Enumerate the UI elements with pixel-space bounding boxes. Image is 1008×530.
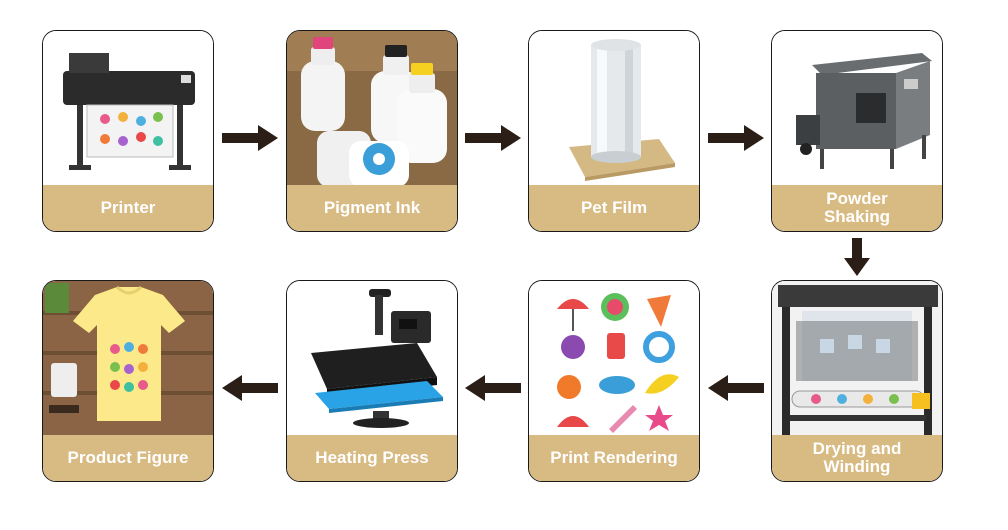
arrow-right-3	[708, 125, 764, 151]
step-label: Pet Film	[529, 185, 699, 231]
print-rendering-image	[529, 281, 699, 437]
step-print-rendering: Print Rendering	[528, 280, 700, 482]
arrow-left-1	[708, 375, 764, 401]
arrow-down	[844, 238, 870, 276]
arrow-right-1	[222, 125, 278, 151]
arrow-right-2	[465, 125, 521, 151]
printer-image	[43, 31, 213, 187]
step-label: Powder Shaking	[772, 185, 942, 231]
drying-winding-image	[772, 281, 942, 437]
step-label: Heating Press	[287, 435, 457, 481]
step-label: Drying and Winding	[772, 435, 942, 481]
step-label: Print Rendering	[529, 435, 699, 481]
pigment-ink-image	[287, 31, 457, 187]
powder-shaking-image	[772, 31, 942, 187]
step-label: Product Figure	[43, 435, 213, 481]
heating-press-image	[287, 281, 457, 437]
arrow-left-2	[465, 375, 521, 401]
step-pet-film: Pet Film	[528, 30, 700, 232]
sticker-prints-icon	[557, 293, 679, 433]
drying-machine-icon	[772, 281, 942, 437]
film-roll-icon	[569, 39, 675, 181]
step-label: Printer	[43, 185, 213, 231]
step-powder-shaking: Powder Shaking	[771, 30, 943, 232]
step-printer: Printer	[42, 30, 214, 232]
printer-icon	[63, 53, 195, 170]
step-product-figure: Product Figure	[42, 280, 214, 482]
arrow-left-3	[222, 375, 278, 401]
step-drying-winding: Drying and Winding	[771, 280, 943, 482]
product-figure-image	[43, 281, 213, 437]
step-heating-press: Heating Press	[286, 280, 458, 482]
powder-shaker-icon	[796, 53, 932, 169]
step-label: Pigment Ink	[287, 185, 457, 231]
ink-bottles-icon	[287, 31, 457, 187]
step-pigment-ink: Pigment Ink	[286, 30, 458, 232]
heat-press-icon	[311, 289, 443, 428]
pet-film-image	[529, 31, 699, 187]
tshirt-icon	[43, 281, 213, 437]
